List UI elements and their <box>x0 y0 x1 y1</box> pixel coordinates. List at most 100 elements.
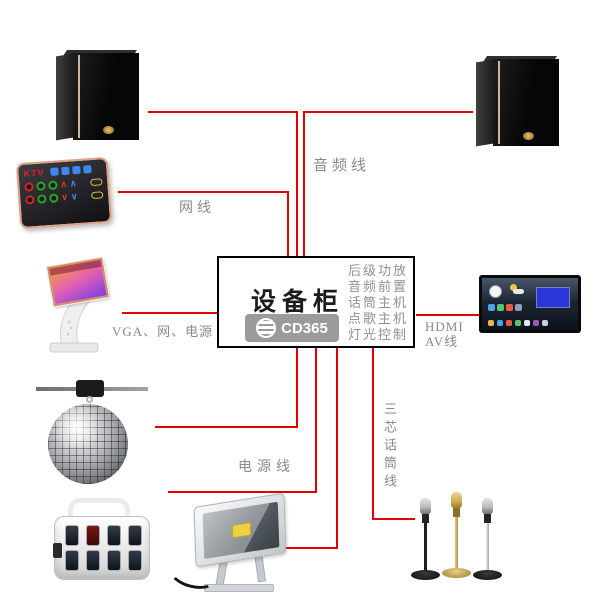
app-icon <box>524 320 530 326</box>
flood-head <box>193 492 287 568</box>
label-hdmi-cable: HDMI AV线 <box>425 319 464 349</box>
connection-line-audio-drop-left <box>296 111 298 257</box>
panel-knob-icon <box>37 194 47 204</box>
stage-lens <box>65 525 79 546</box>
tv-app-dock <box>488 320 548 326</box>
cabinet-module: 点歌主机 <box>347 311 408 326</box>
cabinet-module-list: 后级功放 音频前置 话筒主机 点歌主机 灯光控制 <box>348 263 408 343</box>
panel-down-arrow-icon: ∨ <box>70 191 78 202</box>
mic-clip <box>484 514 491 523</box>
connection-line-audio-right <box>303 111 473 113</box>
panel-knob-icon <box>49 193 59 204</box>
label-power-cable: 电源线 <box>238 460 295 475</box>
mic-stand-base <box>442 568 471 578</box>
mic-head <box>482 498 493 514</box>
microphones-image <box>410 492 506 588</box>
stage-light-knob <box>53 543 62 558</box>
disco-ball-image <box>36 380 152 486</box>
microphone-black <box>410 498 440 594</box>
widget-icon <box>488 304 495 311</box>
microphone-gold <box>441 492 471 588</box>
app-icon <box>533 320 539 326</box>
disco-hook-icon <box>86 396 93 403</box>
cabinet-module: 灯光控制 <box>347 327 408 342</box>
connection-line-vga <box>122 312 218 314</box>
panel-button-icon <box>91 191 104 200</box>
right-speaker-image <box>476 56 562 148</box>
cabinet-module: 音频前置 <box>347 279 408 294</box>
label-hdmi-line1: HDMI <box>425 319 464 334</box>
panel-mode-icon <box>72 165 81 175</box>
cd365-logo: CD365 <box>245 314 339 342</box>
speaker-front-face <box>493 59 559 146</box>
mic-stand-pole <box>424 523 427 571</box>
microphone-silver <box>472 498 502 594</box>
app-icon <box>497 320 503 326</box>
app-icon <box>542 320 548 326</box>
panel-mode-icon <box>61 166 70 176</box>
connection-line-hdmi <box>416 314 480 316</box>
connection-line-flood-drop <box>336 348 338 549</box>
mirror-ball <box>48 404 128 484</box>
mic-clip <box>453 508 460 517</box>
tv-image <box>479 275 581 333</box>
mic-head <box>451 492 462 508</box>
cabinet-module: 后级功放 <box>347 263 408 278</box>
left-speaker-image <box>56 50 142 142</box>
app-icon <box>506 320 512 326</box>
speaker-side-face <box>56 53 73 141</box>
panel-knob-icon <box>25 195 35 205</box>
mic-stand-pole <box>455 517 458 571</box>
stage-lens <box>107 550 121 571</box>
panel-up-arrow-icon: ∧ <box>69 178 77 189</box>
panel-mode-icon <box>50 167 59 176</box>
label-vga-cable: VGA、网、电源 <box>112 324 214 339</box>
flood-base <box>204 584 274 592</box>
label-audio-cable: 音频线 <box>313 158 371 174</box>
cabinet-module: 话筒主机 <box>347 295 408 310</box>
ktv-panel-brand: KTV <box>23 167 45 179</box>
label-mic-cable: 三芯话筒线 <box>382 402 397 492</box>
cabinet-title: 设备柜 <box>251 289 345 316</box>
widget-icon <box>497 304 504 311</box>
label-network-cable: 网线 <box>179 201 215 216</box>
speaker-front-face <box>73 53 139 140</box>
equipment-cabinet-box: 设备柜 CD365 后级功放 音频前置 话筒主机 点歌主机 灯光控制 <box>217 256 415 348</box>
stage-lens-red <box>86 525 100 546</box>
clock-widget-icon <box>489 285 502 298</box>
panel-down-arrow-icon: ∨ <box>60 191 69 203</box>
connection-line-audio-drop-right <box>303 111 305 257</box>
panel-mode-icon <box>83 165 92 174</box>
panel-button-icon <box>90 178 103 187</box>
ktv-wall-panel-image: KTV ∧ ∧ ∨ ∨ <box>15 156 113 230</box>
connection-line-stage-drop <box>315 348 317 493</box>
mic-stand-pole <box>486 523 489 571</box>
tv-screen <box>482 278 578 330</box>
mic-clip <box>422 514 429 523</box>
mic-head <box>420 498 431 514</box>
led-chip <box>231 522 252 539</box>
connection-line-flood <box>278 547 338 549</box>
weather-sun-icon <box>510 284 517 291</box>
stage-lens <box>128 550 142 571</box>
connection-line-mic <box>372 518 415 520</box>
connection-line-audio-left <box>148 111 298 113</box>
flood-light-image <box>167 492 298 596</box>
connection-line-mic-drop <box>372 348 374 520</box>
weather-cloud-icon <box>513 289 524 294</box>
cd365-logo-icon <box>256 318 277 338</box>
stage-lens <box>128 525 142 546</box>
panel-knob-icon <box>24 182 34 192</box>
tv-video-window <box>536 287 570 308</box>
stage-light-image <box>52 498 152 590</box>
kiosk-stand <box>49 295 99 353</box>
mic-stand-base <box>473 570 502 580</box>
connection-line-disco <box>155 426 298 428</box>
connection-line-network <box>118 191 289 193</box>
stage-lens <box>65 550 79 571</box>
connection-line-stage <box>168 491 317 493</box>
widget-icon <box>506 304 513 311</box>
app-icon <box>515 320 521 326</box>
stage-light-bracket <box>68 498 130 520</box>
